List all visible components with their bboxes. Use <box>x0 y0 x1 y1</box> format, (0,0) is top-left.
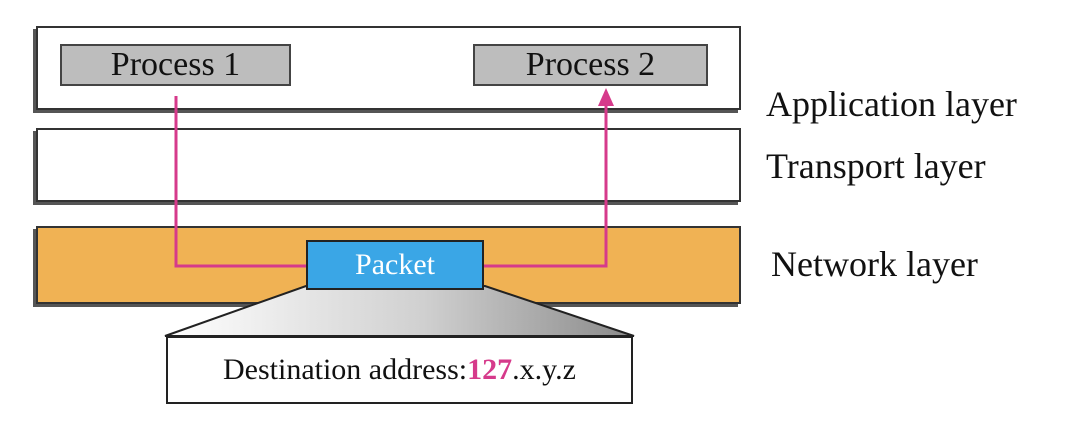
network-layer-label: Network layer <box>771 244 978 284</box>
arrowhead-icon <box>598 88 614 106</box>
transport-layer-box <box>36 128 741 202</box>
transport-layer-label: Transport layer <box>766 146 986 186</box>
packet-zoom-callout <box>164 285 635 337</box>
process-2-box: Process 2 <box>473 44 708 86</box>
packet-box: Packet <box>306 240 484 290</box>
path-packet-to-process2 <box>484 104 608 268</box>
application-layer-label: Application layer <box>766 84 1017 124</box>
address-prefix: Destination address: <box>223 353 468 386</box>
address-suffix: .x.y.z <box>512 353 576 386</box>
process-1-box: Process 1 <box>60 44 291 86</box>
address-highlight: 127 <box>467 353 513 386</box>
path-process1-to-packet <box>174 96 306 268</box>
destination-address-box: Destination address:127.x.y.z <box>166 336 633 404</box>
